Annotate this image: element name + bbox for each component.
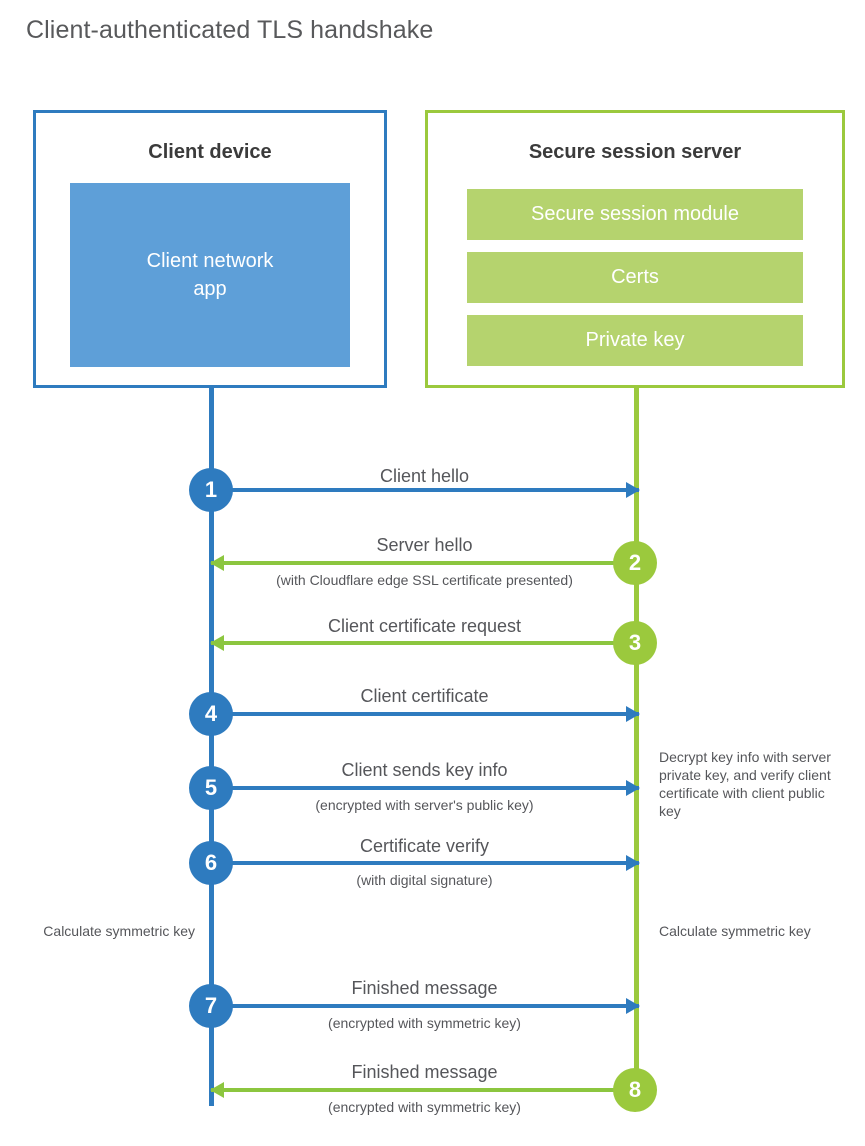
server-calculate-note: Calculate symmetric key: [659, 923, 811, 939]
step-4-label: Client certificate: [360, 686, 489, 706]
step-8-arrow: [210, 1082, 638, 1098]
step-5-arrow: [214, 780, 640, 796]
step-6-sublabel: (with digital signature): [356, 872, 493, 888]
server-bar-secure-session-module: Secure session module: [467, 189, 803, 240]
step-5-arrow-shaft: [214, 786, 639, 790]
step-8-sublabel: (encrypted with symmetric key): [328, 1099, 521, 1115]
step-5-label: Client sends key info: [341, 760, 508, 780]
client-device-box: Client device Client network app: [33, 110, 387, 388]
server-bar-certs: Certs: [467, 252, 803, 303]
secure-session-server-title: Secure session server: [528, 141, 742, 163]
step-4-arrow-shaft: [214, 712, 639, 716]
step-3-label: Client certificate request: [327, 616, 522, 636]
step-8-arrow-shaft: [211, 1088, 638, 1092]
client-app-label-line1: Client network: [146, 250, 274, 272]
step-2-sublabel: (with Cloudflare edge SSL certificate pr…: [276, 572, 573, 588]
step-1-label: Client hello: [379, 466, 470, 486]
step-7-arrow-head: [626, 998, 640, 1014]
step-4-arrow-head: [626, 706, 640, 722]
step-badge-6[interactable]: 6: [189, 841, 233, 885]
server-lifeline: [634, 388, 639, 1106]
step-badge-3[interactable]: 3: [613, 621, 657, 665]
step-badge-1[interactable]: 1: [189, 468, 233, 512]
step-6-arrow: [214, 855, 640, 871]
step-3-arrow: [210, 635, 638, 651]
step-8-arrow-head: [210, 1082, 224, 1098]
client-network-app-block: Client network app: [70, 183, 350, 367]
secure-session-server-box: Secure session server Secure session mod…: [425, 110, 845, 388]
client-network-app-label: Client network app: [147, 247, 274, 303]
step-8-label: Finished message: [351, 1062, 498, 1082]
server-bar-private-key: Private key: [467, 315, 803, 366]
step-badge-2[interactable]: 2: [613, 541, 657, 585]
step-badge-4[interactable]: 4: [189, 692, 233, 736]
step-5-arrow-head: [626, 780, 640, 796]
step-7-arrow-shaft: [214, 1004, 639, 1008]
step-2-label: Server hello: [376, 535, 473, 555]
step-2-arrow: [210, 555, 638, 571]
step-1-arrow-shaft: [214, 488, 639, 492]
step-2-arrow-head: [210, 555, 224, 571]
page-title: Client-authenticated TLS handshake: [26, 16, 434, 44]
step-7-sublabel: (encrypted with symmetric key): [328, 1015, 521, 1031]
step-badge-7[interactable]: 7: [189, 984, 233, 1028]
step-3-arrow-head: [210, 635, 224, 651]
client-device-title: Client device: [148, 141, 272, 163]
step-6-label: Certificate verify: [359, 836, 490, 856]
step-4-arrow: [214, 706, 640, 722]
server-decrypt-note: Decrypt key info with server private key…: [659, 749, 831, 819]
step-badge-8[interactable]: 8: [613, 1068, 657, 1112]
step-6-arrow-shaft: [214, 861, 639, 865]
step-1-arrow: [214, 482, 640, 498]
step-2-arrow-shaft: [211, 561, 638, 565]
step-badge-5[interactable]: 5: [189, 766, 233, 810]
step-7-label: Finished message: [351, 978, 498, 998]
step-1-arrow-head: [626, 482, 640, 498]
step-3-arrow-shaft: [211, 641, 638, 645]
step-7-arrow: [214, 998, 640, 1014]
client-calculate-note: Calculate symmetric key: [43, 923, 195, 939]
step-6-arrow-head: [626, 855, 640, 871]
step-5-sublabel: (encrypted with server's public key): [315, 797, 534, 813]
client-app-label-line2: app: [193, 278, 227, 300]
client-lifeline: [209, 388, 214, 1106]
